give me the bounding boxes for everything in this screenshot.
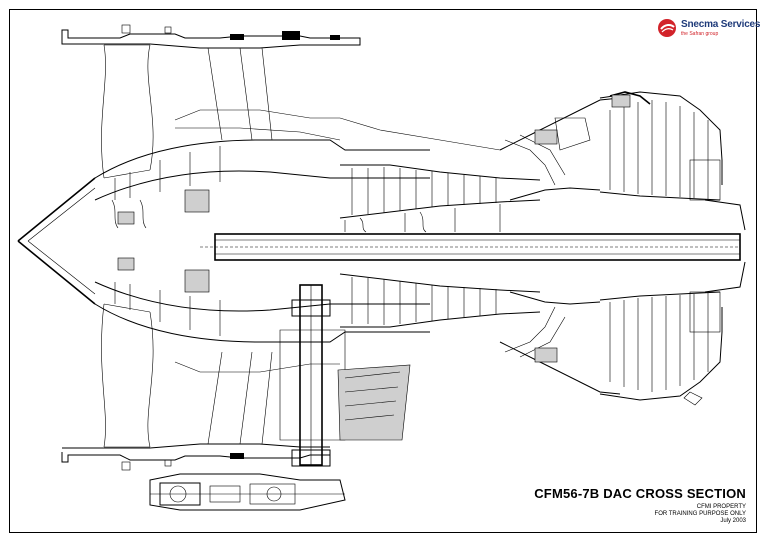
fan-case-upper [61,24,361,49]
snecma-logo: Snecma Services the Safran group [657,16,761,42]
accessory-gearbox [149,473,346,511]
logo-name: Snecma Services [681,19,761,30]
turbine-upper [599,91,746,231]
note-training: FOR TRAINING PURPOSE ONLY [654,511,746,517]
spinner [17,177,96,305]
booster-lower [94,257,430,373]
fan-blade-upper [101,44,273,179]
hp-compressor-upper [339,164,541,233]
note-date: July 2003 [720,518,746,524]
drawing-sheet [9,9,757,533]
combustor-upper [499,91,651,201]
drawing-title: CFM56-7B DAC CROSS SECTION [534,486,746,501]
combustor-lower [499,291,621,395]
fan-frame-fairing [337,364,411,441]
hp-compressor-lower [339,273,541,328]
fan-case-lower [61,443,330,471]
note-property: CFMI PROPERTY [696,504,746,510]
turbine-lower [599,261,746,406]
fan-blade-lower [101,303,273,448]
drawing-notes: CFMI PROPERTY FOR TRAINING PURPOSE ONLY … [655,504,746,525]
main-shaft [200,233,741,261]
snecma-logo-icon [658,19,676,37]
booster-upper [94,109,501,229]
logo-subtitle: the Safran group [681,31,719,37]
radial-drive-shaft [279,284,346,467]
